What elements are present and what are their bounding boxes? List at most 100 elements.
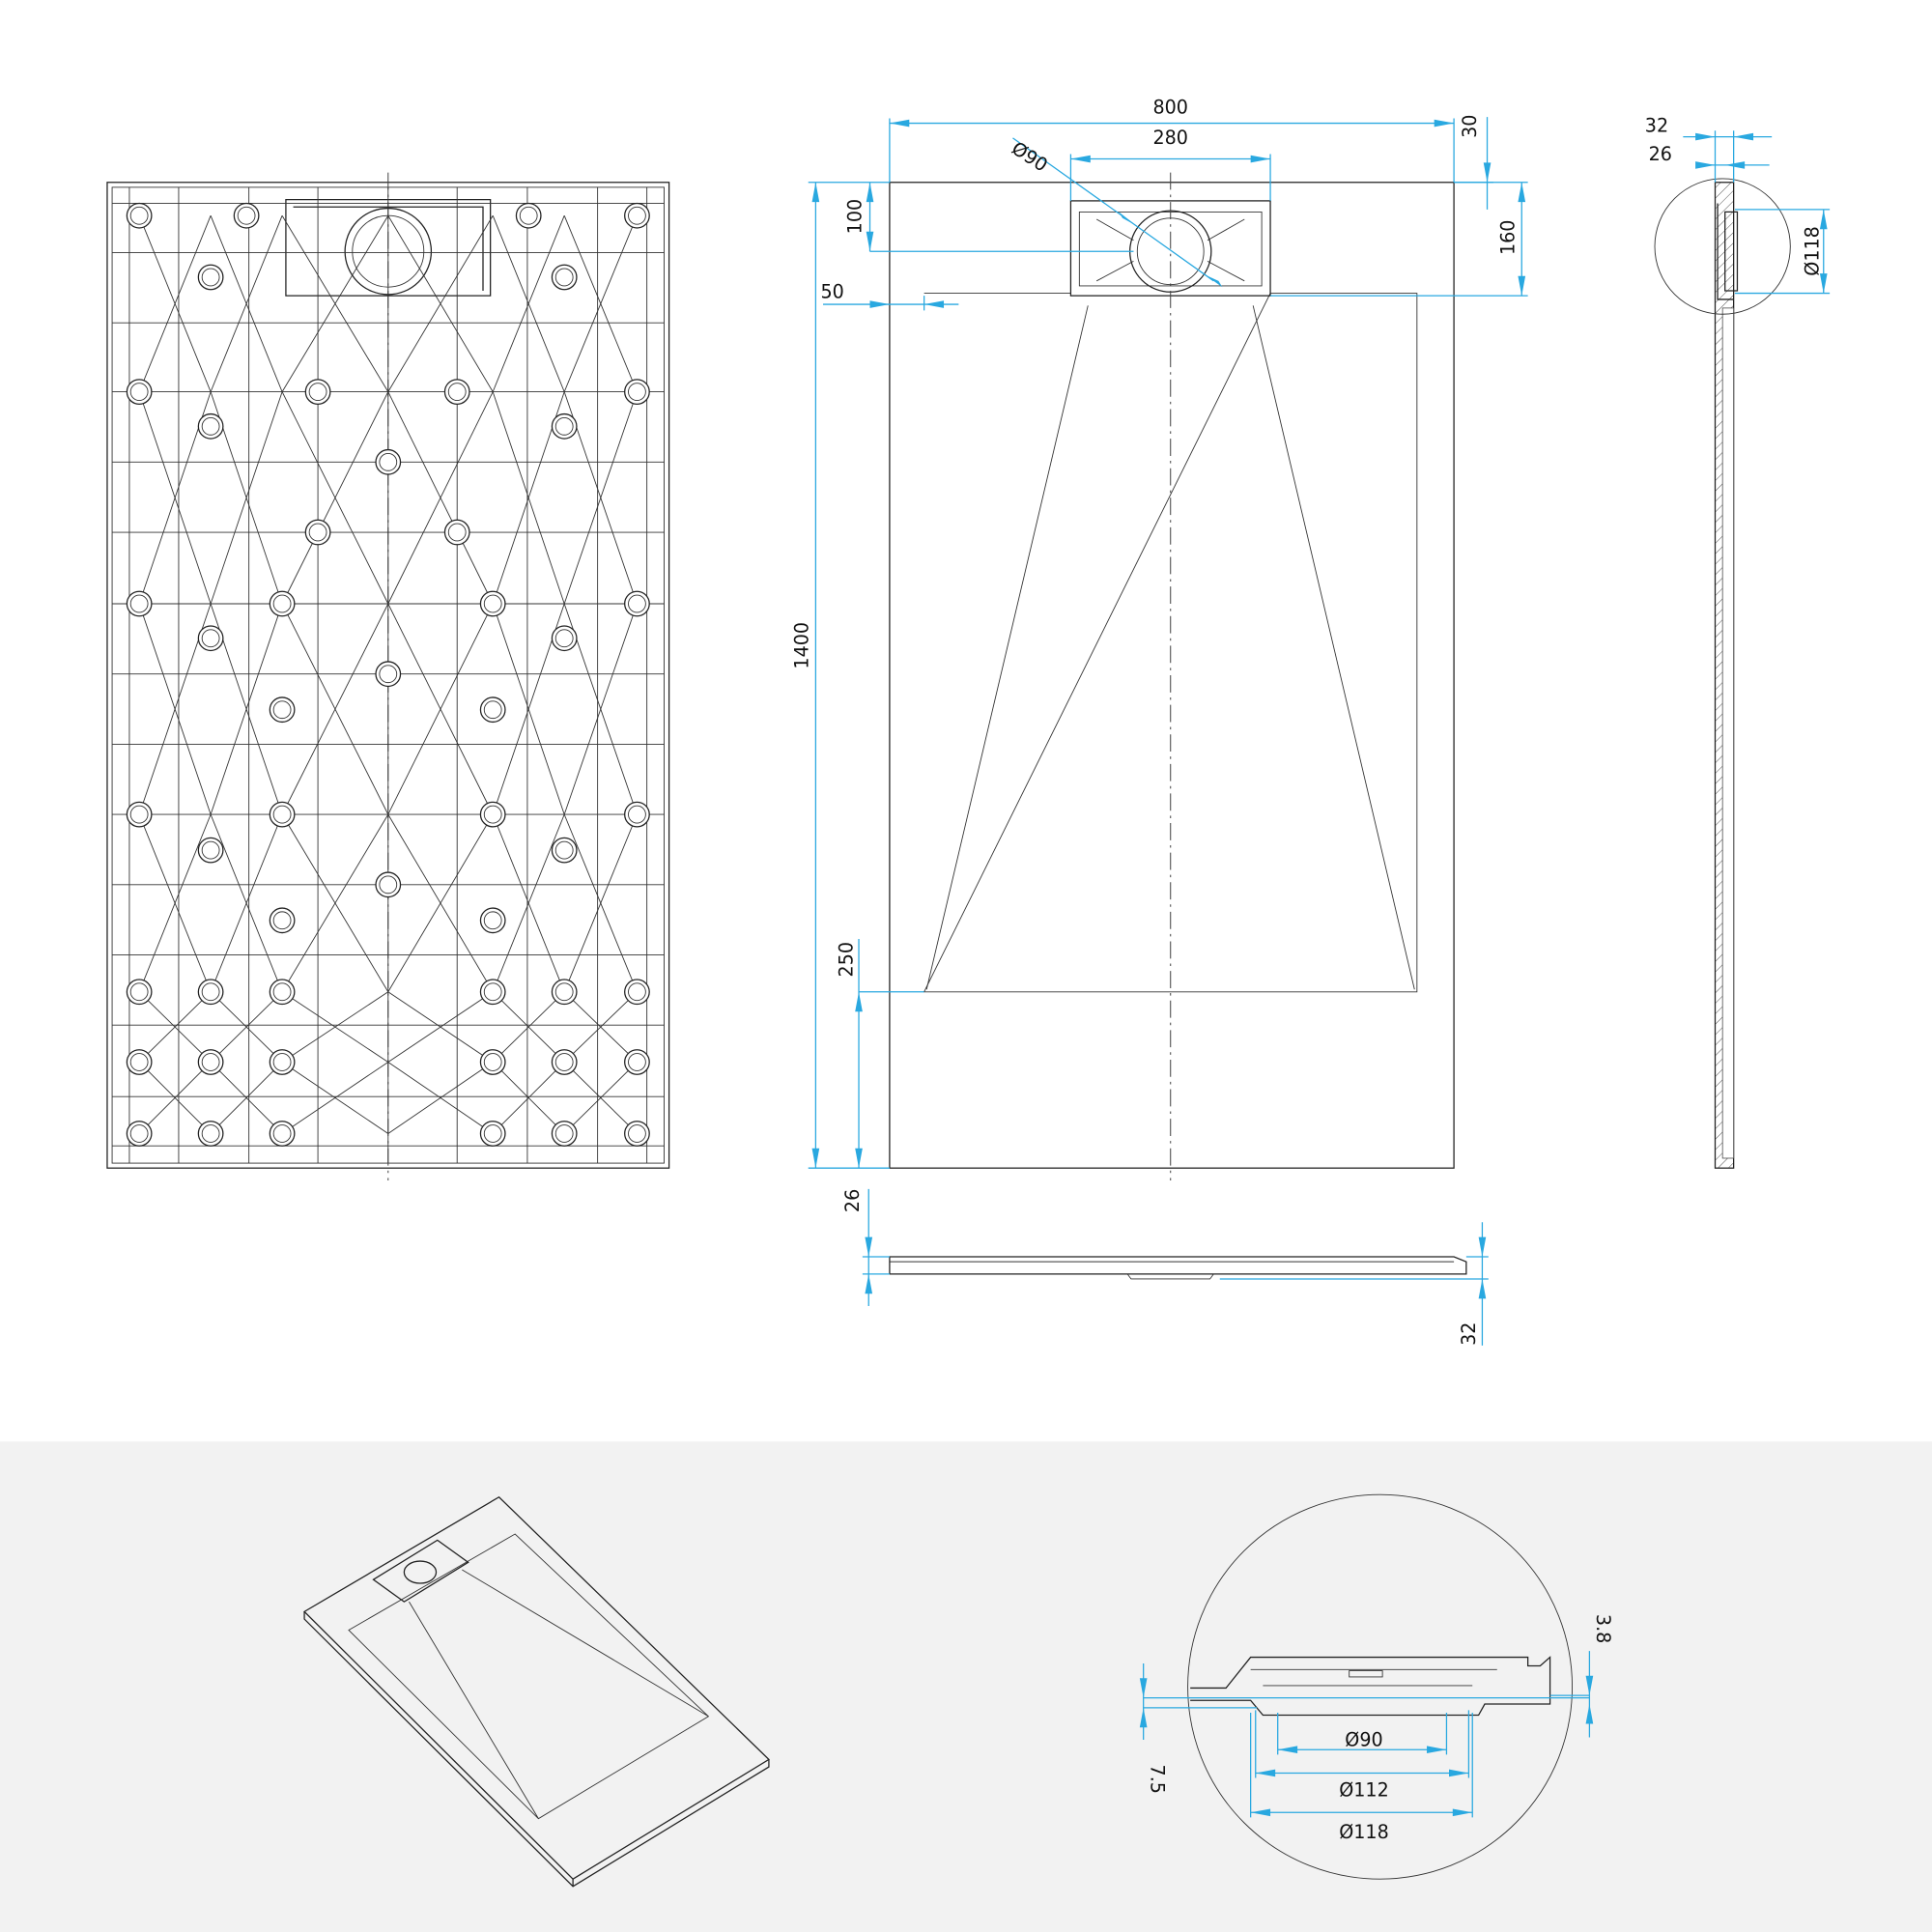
support-foot-inner: [272, 805, 292, 824]
support-foot-inner: [129, 1053, 149, 1071]
support-foot-inner: [272, 1124, 292, 1143]
lower-band: [0, 1441, 1932, 1932]
support-foot-inner: [129, 383, 149, 401]
top-view: 800 280 Ø90 30 160 100 50 1400 250: [791, 96, 1528, 1180]
support-foot-inner: [201, 268, 220, 287]
dim-bottom-margin: 250: [836, 942, 858, 978]
rib: [387, 813, 494, 993]
support-foot-inner: [272, 700, 292, 720]
rib: [281, 813, 389, 993]
support-foot-inner: [483, 594, 502, 613]
dim-front-edge: 26: [841, 1189, 864, 1212]
support-foot-inner: [554, 840, 574, 860]
rib: [210, 603, 283, 815]
rib: [210, 991, 283, 1063]
rib: [492, 813, 565, 992]
rib: [281, 214, 389, 392]
side-view: 32 26 Ø118: [1645, 114, 1831, 1169]
support-foot-inner: [483, 1053, 502, 1071]
support-foot-inner: [308, 523, 327, 542]
support-foot-inner: [628, 1053, 646, 1071]
support-foot-inner: [201, 1124, 220, 1143]
support-foot-inner: [447, 523, 467, 542]
rib: [387, 1062, 494, 1134]
front-view: 26 32: [841, 1189, 1489, 1346]
support-foot-inner: [554, 1053, 574, 1071]
dim-drain-diameter: Ø90: [1008, 137, 1052, 177]
rib: [387, 991, 494, 1063]
rib: [138, 813, 212, 992]
support-foot-inner: [237, 206, 256, 225]
dim-length: 1400: [791, 622, 813, 669]
support-foot-inner: [628, 982, 646, 1002]
support-foot-inner: [483, 700, 502, 720]
support-foot-inner: [483, 1124, 502, 1143]
rib: [387, 214, 494, 392]
rib: [387, 603, 494, 815]
rib: [281, 991, 389, 1063]
support-foot-inner: [308, 383, 327, 401]
rib: [281, 1062, 389, 1134]
rib: [563, 391, 638, 605]
rib: [138, 991, 212, 1063]
dim-side-margin: 50: [820, 281, 843, 303]
support-foot-inner: [129, 206, 149, 225]
drain-detail: Ø90 Ø112 Ø118 3.8 7.5: [1139, 1493, 1614, 1880]
support-foot-inner: [272, 911, 292, 930]
rib: [563, 991, 638, 1063]
support-foot-inner: [628, 805, 646, 824]
support-foot-inner: [628, 594, 646, 613]
rib: [492, 1062, 565, 1134]
isometric-view: [303, 1495, 770, 1888]
rib: [563, 1062, 638, 1134]
support-foot-inner: [201, 629, 220, 648]
dim-front-total: 32: [1458, 1322, 1480, 1346]
support-foot-inner: [519, 206, 538, 225]
support-foot-inner: [628, 206, 646, 225]
rib: [563, 813, 638, 992]
support-foot-inner: [272, 1053, 292, 1071]
support-foot-inner: [272, 982, 292, 1002]
support-foot-inner: [628, 1124, 646, 1143]
rib: [492, 991, 565, 1063]
dim-edge-offset: 30: [1459, 115, 1481, 138]
rib: [210, 813, 283, 992]
support-foot-inner: [201, 1053, 220, 1071]
rib: [210, 215, 283, 392]
rib: [281, 391, 389, 605]
rib: [563, 603, 638, 815]
support-foot-inner: [379, 875, 398, 895]
detail-d118: Ø118: [1339, 1821, 1389, 1843]
support-foot-inner: [201, 982, 220, 1002]
support-foot-inner: [272, 594, 292, 613]
support-foot-inner: [129, 1124, 149, 1143]
detail-d90: Ø90: [1345, 1728, 1382, 1750]
detail-h75: 7.5: [1146, 1765, 1168, 1794]
detail-h38: 3.8: [1592, 1614, 1614, 1643]
rib: [281, 603, 389, 815]
rib: [492, 215, 565, 392]
support-foot-inner: [483, 805, 502, 824]
support-foot-inner: [554, 416, 574, 436]
rib: [138, 1062, 212, 1134]
dim-drain-width: 280: [1152, 127, 1188, 149]
rib: [138, 215, 212, 392]
support-foot-inner: [628, 383, 646, 401]
rib: [210, 1062, 283, 1134]
underside-view: [106, 172, 670, 1180]
support-foot-inner: [379, 452, 398, 471]
dim-side-edge: 26: [1649, 143, 1672, 165]
rib: [563, 215, 638, 392]
dim-side-total: 32: [1645, 114, 1668, 136]
support-foot-inner: [447, 383, 467, 401]
support-foot-inner: [554, 268, 574, 287]
support-foot-inner: [379, 665, 398, 684]
detail-d112: Ø112: [1339, 1779, 1389, 1802]
rib: [210, 391, 283, 605]
dim-drain-depth: 160: [1497, 220, 1520, 256]
dim-drain-center: 100: [844, 199, 867, 235]
support-foot-inner: [483, 982, 502, 1002]
dim-width: 800: [1152, 96, 1188, 118]
dim-side-drain: Ø118: [1802, 226, 1824, 276]
